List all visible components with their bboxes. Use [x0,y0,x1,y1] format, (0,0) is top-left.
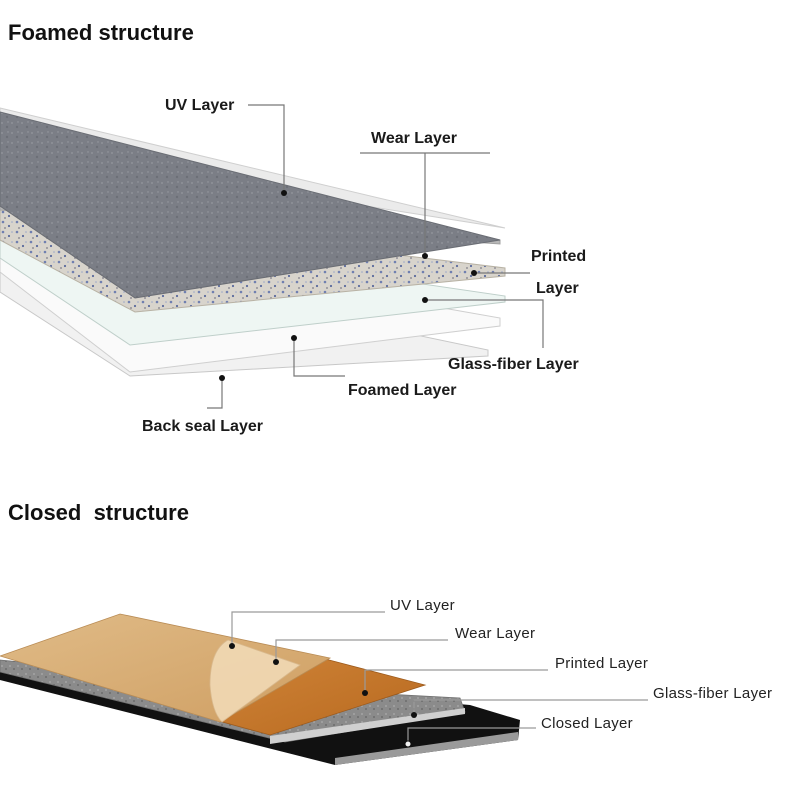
foamed-glass-fiber-layer-label: Glass-fiber Layer [448,356,579,373]
closed-printed-layer-label: Printed Layer [555,655,648,672]
closed-wear-layer-label: Wear Layer [455,625,535,642]
backseal-leader [207,378,223,409]
foamed-leader-lines [207,104,544,409]
glass-leader [425,299,544,348]
foamed-leader-dots [219,190,477,381]
closed-uv-layer-label: UV Layer [390,597,455,614]
closed-leader-dots [229,643,417,748]
closed-base-edge-shape [335,732,518,765]
uv-leader [248,104,285,192]
closed-closed-layer-label: Closed Layer [541,715,633,732]
closed-glass-leader [413,699,648,715]
foamed-printed-layer-label-line2: Layer [536,280,579,297]
closed-layer-stack [0,613,520,765]
foamed-foamed-layer-label: Foamed Layer [348,382,456,399]
granite-surface-shape [0,111,501,299]
closed-wear-leader [275,639,448,662]
foamed-uv-layer-label: UV Layer [165,97,234,114]
foamed-wear-layer-label: Wear Layer [371,130,457,147]
closed-closed-leader [407,727,536,744]
closed-glass-edge-shape [270,708,465,744]
closed-glass-fiber-layer-label: Glass-fiber Layer [653,685,772,702]
closed-structure-title: Closed structure [8,500,189,525]
closed-leader-lines [231,611,648,744]
foamed-back-seal-layer-label: Back seal Layer [142,418,263,435]
closed-uv-leader [231,611,385,645]
foamed-leader [293,338,345,377]
foamed-printed-layer-label-line1: Printed [531,248,586,265]
foamed-structure-title: Foamed structure [8,20,194,45]
foamed-layer-stack [0,107,506,377]
closed-printed-leader [364,669,548,693]
